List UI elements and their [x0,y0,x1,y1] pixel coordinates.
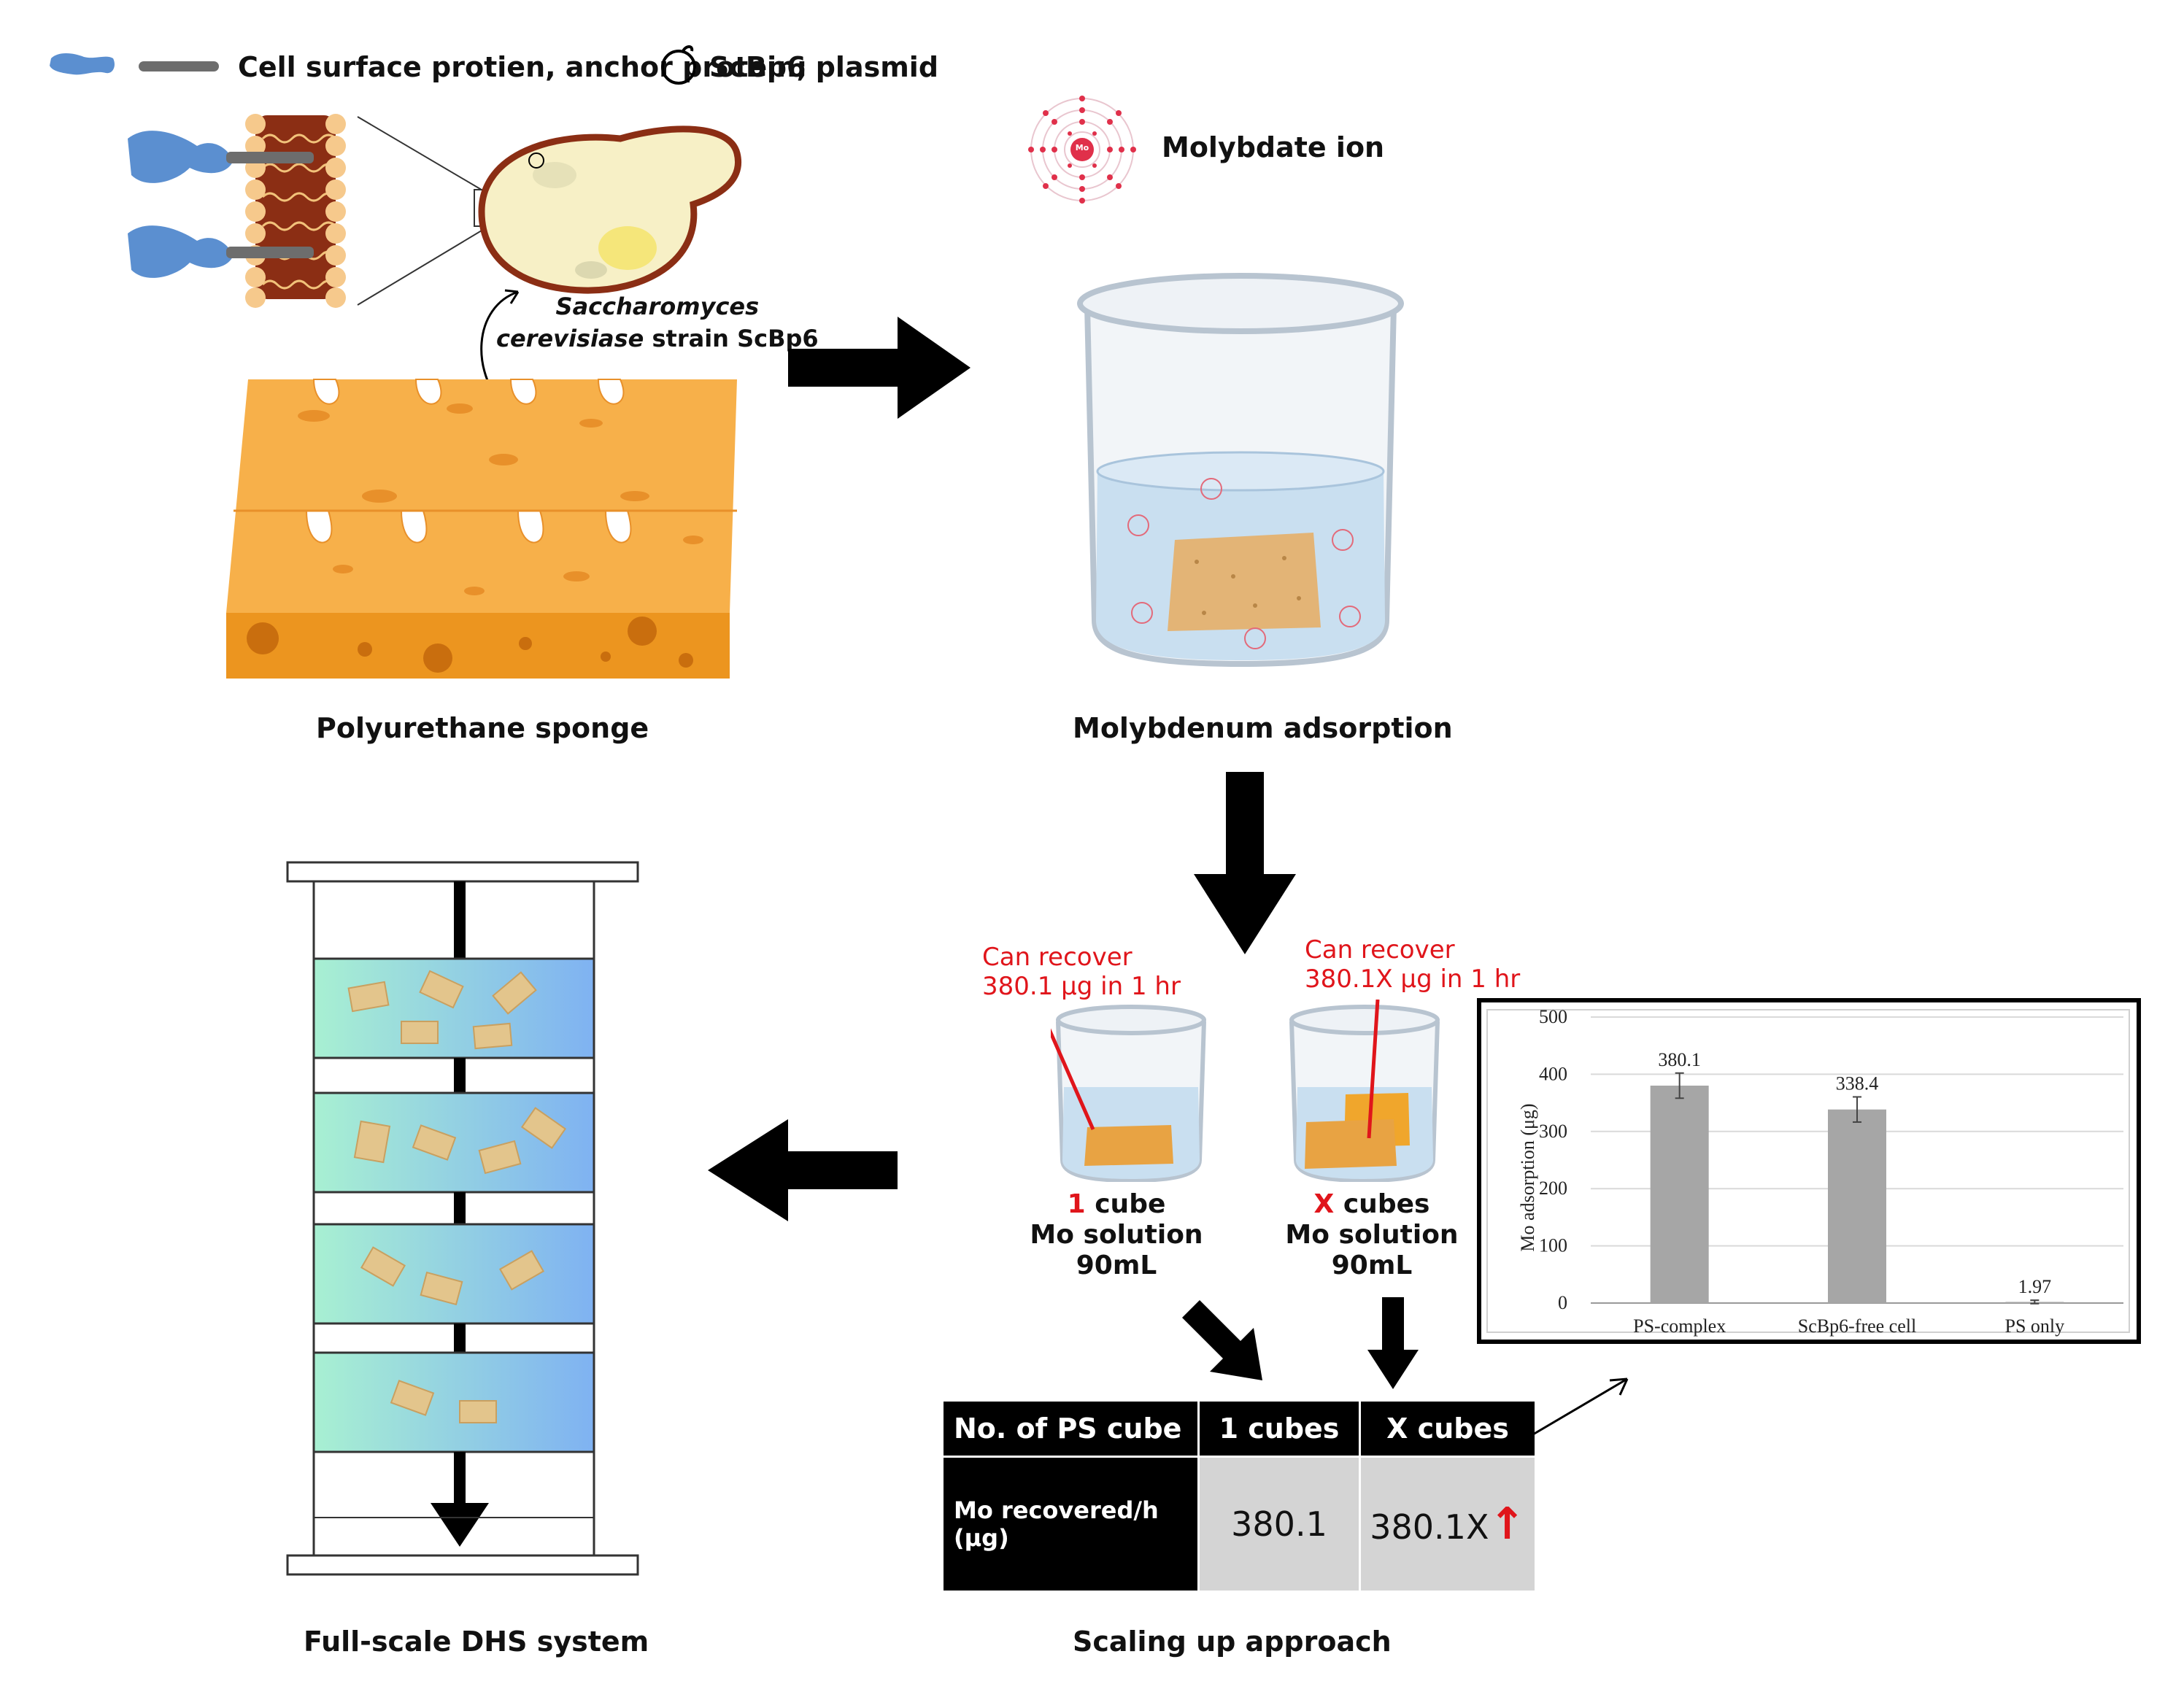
data-label: 338.4 [1836,1072,1879,1094]
x-tick-label: ScBp6-free cell [1798,1315,1916,1337]
arrow-down-icon [1194,772,1296,954]
mo-adsorption-chart: Mo adsorption (μg) 0 100 200 300 400 500 380.1… [1486,1006,2130,1337]
table-cell-one-cube: 380.1 [1197,1456,1361,1593]
molybdate-ion-icon [1028,96,1136,204]
data-label: 1.97 [2018,1276,2052,1297]
membrane-yeast-illustration [128,114,742,308]
right-beaker-label: X cubes Mo solution 90mL [1285,1189,1459,1280]
y-tick-label: 100 [1539,1235,1567,1256]
anchor-protein-icon [139,61,219,71]
y-tick-label: 500 [1539,1006,1567,1027]
table-header-col2: X cubes [1359,1399,1537,1458]
table-cell-x-value: 380.1X [1370,1507,1489,1547]
recovery-table: No. of PS cube 1 cubes X cubes Mo recove… [941,1399,1537,1593]
beaker-one-cube [1051,1005,1206,1182]
chart-pointer-arrow [1520,1377,1629,1443]
yeast-name-label: Saccharomyces cerevisiase strain ScBp6 [496,293,819,352]
table-header-col0: No. of PS cube [941,1399,1200,1458]
y-tick-label: 300 [1539,1121,1567,1142]
y-tick-label: 200 [1539,1178,1567,1199]
left-beaker-label: 1 cube Mo solution 90mL [1030,1189,1203,1280]
table-row-label: Mo recovered/h (μg) [941,1456,1200,1593]
bar [1828,1109,1886,1303]
arrow-diagonal-icon [1182,1300,1262,1380]
dhs-caption: Full-scale DHS system [304,1626,649,1658]
y-tick-label: 400 [1539,1063,1567,1084]
legend-proteins-label: Cell surface protien, anchor protein; [238,51,808,83]
right-recover-text: Can recover 380.1X μg in 1 hr [1305,935,1521,994]
x-tick-label: PS-complex [1633,1315,1726,1337]
legend-icons [50,53,219,75]
arrow-left-icon [708,1119,898,1221]
x-tick-label: PS only [2005,1315,2065,1337]
cell-surface-protein-icon [50,53,115,75]
adsorption-caption: Molybdenum adsorption [1073,712,1453,744]
y-axis-label: Mo adsorption (μg) [1517,1103,1538,1251]
left-recover-text: Can recover 380.1 μg in 1 hr [982,943,1181,1001]
y-tick-label: 0 [1558,1292,1567,1313]
polyurethane-sponge-illustration [226,379,737,679]
increase-arrow-icon: ↑ [1489,1499,1526,1550]
table-header-col1: 1 cubes [1197,1399,1361,1458]
beaker-x-cubes [1289,1000,1440,1182]
molybdate-symbol: Mo [1075,143,1089,152]
arrow-right-icon [788,317,971,419]
chart-frame: Mo adsorption (μg) 0 100 200 300 400 500 380.1… [1477,998,2141,1344]
legend-ion-label: Molybdate ion [1162,131,1385,163]
table-header-row: No. of PS cube 1 cubes X cubes [941,1399,1537,1458]
beaker-adsorption-illustration [1077,273,1404,668]
sponge-caption: Polyurethane sponge [316,712,649,744]
table-row: Mo recovered/h (μg) 380.1 380.1X↑ [941,1456,1537,1593]
chart-plot-border [1486,1009,2130,1333]
data-label: 380.1 [1658,1049,1701,1070]
table-cell-x-cubes: 380.1X↑ [1359,1456,1537,1593]
dhs-system-illustration [286,861,639,1576]
bar [1650,1086,1709,1303]
scaling-caption: Scaling up approach [1073,1626,1392,1658]
arrow-down-small-icon [1367,1297,1419,1389]
legend-plasmid-label: ScBp6 plasmid [709,51,939,83]
plasmid-icon [661,45,696,85]
